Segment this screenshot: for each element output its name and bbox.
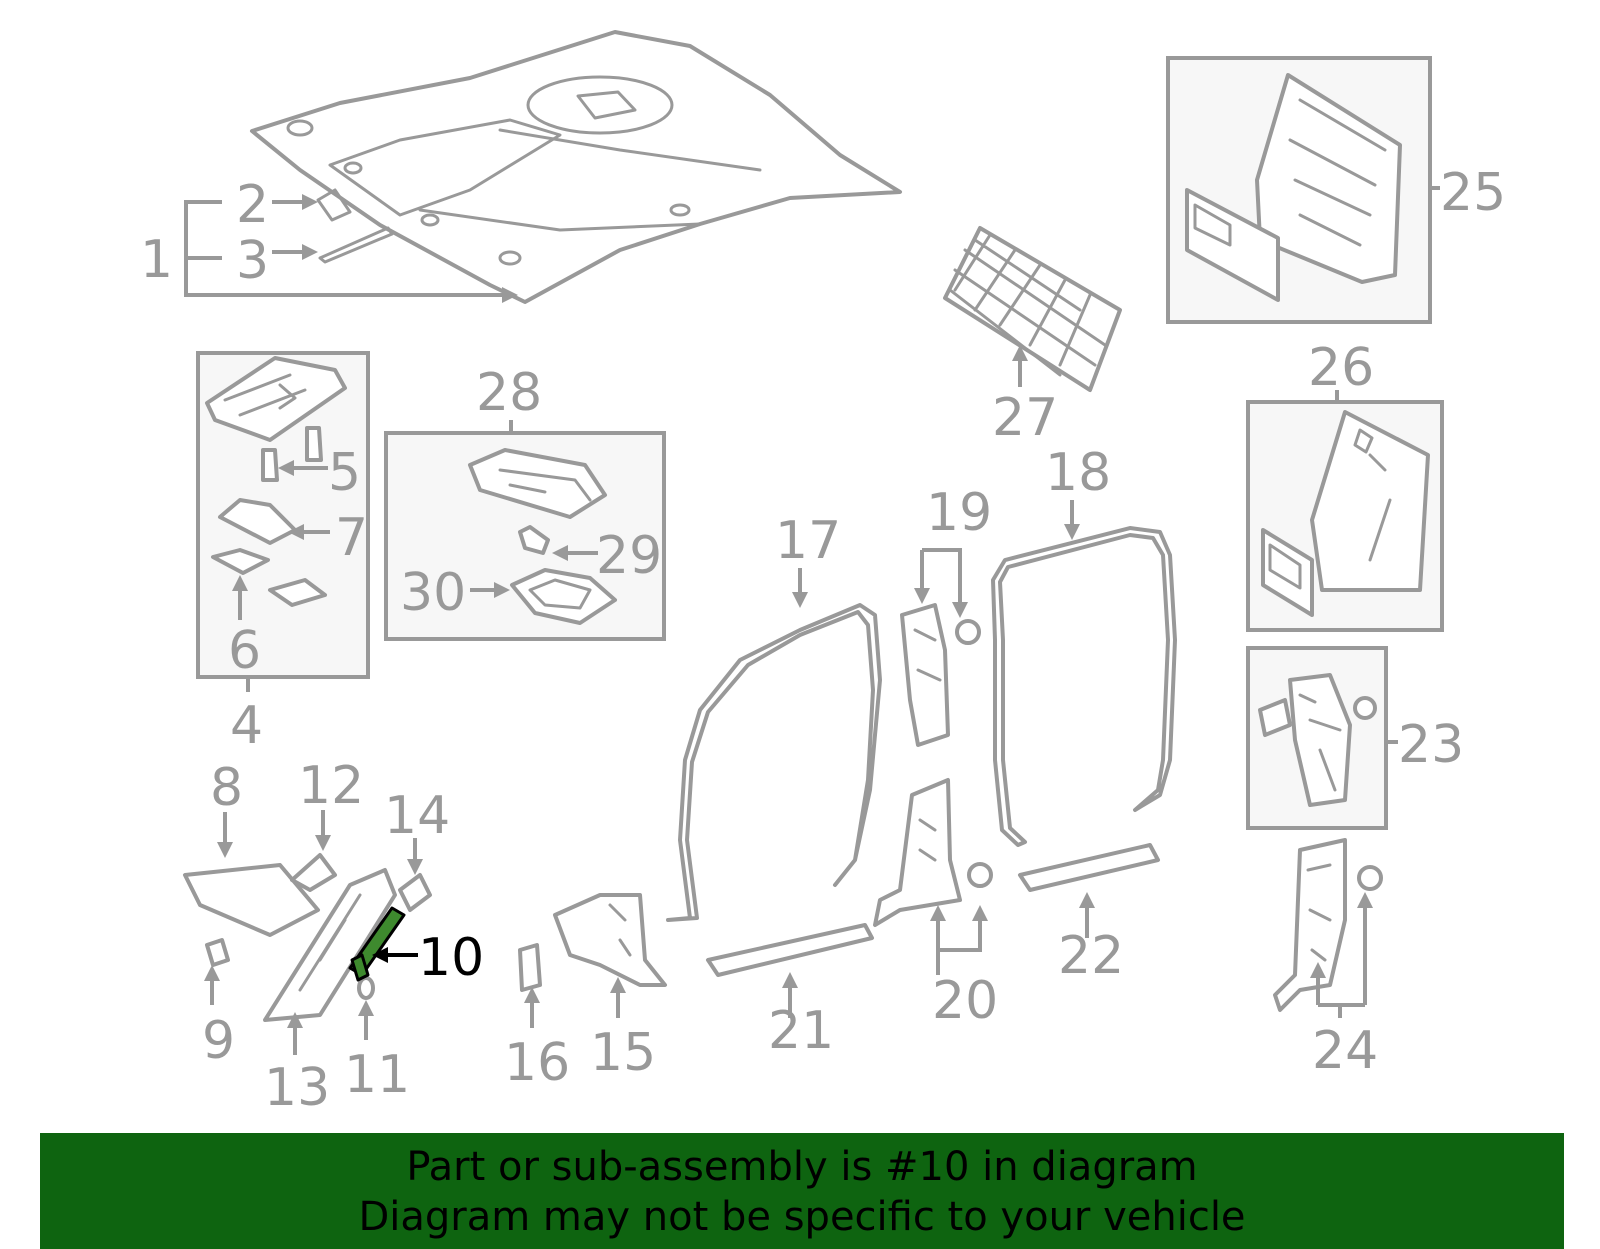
callout-24: 24 [1312, 1021, 1378, 1081]
quarter-trim-part-25 [1185, 73, 1440, 302]
callout-26: 26 [1308, 338, 1374, 398]
clip-part-11 [357, 976, 375, 1040]
callout-15: 15 [590, 1023, 656, 1083]
callout-28: 28 [476, 363, 542, 423]
parts-diagram: 1 2 3 4 5 6 7 8 9 10 11 12 13 14 15 16 1… [140, 30, 1506, 1118]
callout-27: 27 [992, 388, 1058, 448]
clip-part-9 [204, 938, 230, 1005]
callout-9: 9 [202, 1011, 235, 1071]
leader-lines-28-29-30 [470, 420, 598, 598]
kick-panel-part-15 [553, 893, 667, 1018]
callout-30: 30 [400, 563, 466, 623]
pillar-trim-part-13 [263, 868, 397, 1055]
leader-lines-1-2-3 [184, 194, 518, 303]
callout-7: 7 [335, 508, 368, 568]
callout-22: 22 [1058, 926, 1124, 986]
weatherstrip-part-18 [991, 500, 1177, 847]
callout-23: 23 [1398, 715, 1464, 775]
callout-8: 8 [210, 758, 243, 818]
leader-lines-4-5-6-7 [232, 460, 330, 692]
pillar-trim-part-20 [873, 778, 993, 975]
callout-21: 21 [768, 1001, 834, 1061]
banner-line-part-number: Part or sub-assembly is #10 in diagram [406, 1144, 1198, 1190]
pillar-trim-part-24 [1273, 838, 1383, 1018]
callout-14: 14 [384, 786, 450, 846]
sun-visor-part-8 [183, 812, 320, 937]
highlighted-part-10[interactable] [348, 906, 406, 982]
leader-line-10 [372, 947, 418, 963]
callout-10: 10 [418, 928, 484, 988]
callout-2: 2 [236, 175, 269, 235]
scuff-plate-part-21 [706, 923, 874, 1018]
holder-part-12 [290, 810, 337, 892]
callout-25: 25 [1440, 163, 1506, 223]
pillar-trim-part-19 [900, 548, 981, 747]
callout-17: 17 [775, 511, 841, 571]
callout-20: 20 [932, 971, 998, 1031]
callout-29: 29 [596, 526, 662, 586]
callout-19: 19 [926, 483, 992, 543]
callout-4: 4 [230, 696, 263, 756]
callout-5: 5 [328, 443, 361, 503]
callout-12: 12 [298, 756, 364, 816]
scuff-plate-part-22 [1018, 843, 1160, 938]
clip-part-16 [518, 943, 542, 1028]
callout-6: 6 [228, 621, 261, 681]
headliner-part [250, 30, 902, 304]
weatherstrip-part-17 [666, 568, 882, 922]
info-banner: Part or sub-assembly is #10 in diagram D… [40, 1133, 1564, 1249]
callout-16: 16 [504, 1033, 570, 1093]
callout-13: 13 [264, 1058, 330, 1118]
callout-1: 1 [140, 230, 173, 290]
grab-handle-part-14 [398, 838, 432, 912]
cargo-net-part [943, 226, 1122, 392]
dome-lamp-parts [205, 356, 347, 607]
callout-18: 18 [1045, 443, 1111, 503]
callout-11: 11 [344, 1045, 410, 1105]
quarter-trim-part-26 [1261, 390, 1430, 617]
callout-3: 3 [236, 231, 269, 291]
map-lamp-parts [468, 448, 617, 625]
banner-line-disclaimer: Diagram may not be specific to your vehi… [358, 1194, 1246, 1240]
pillar-trim-part-23 [1258, 673, 1398, 807]
callout-labels: 1 2 3 4 5 6 7 8 9 10 11 12 13 14 15 16 1… [140, 163, 1506, 1118]
